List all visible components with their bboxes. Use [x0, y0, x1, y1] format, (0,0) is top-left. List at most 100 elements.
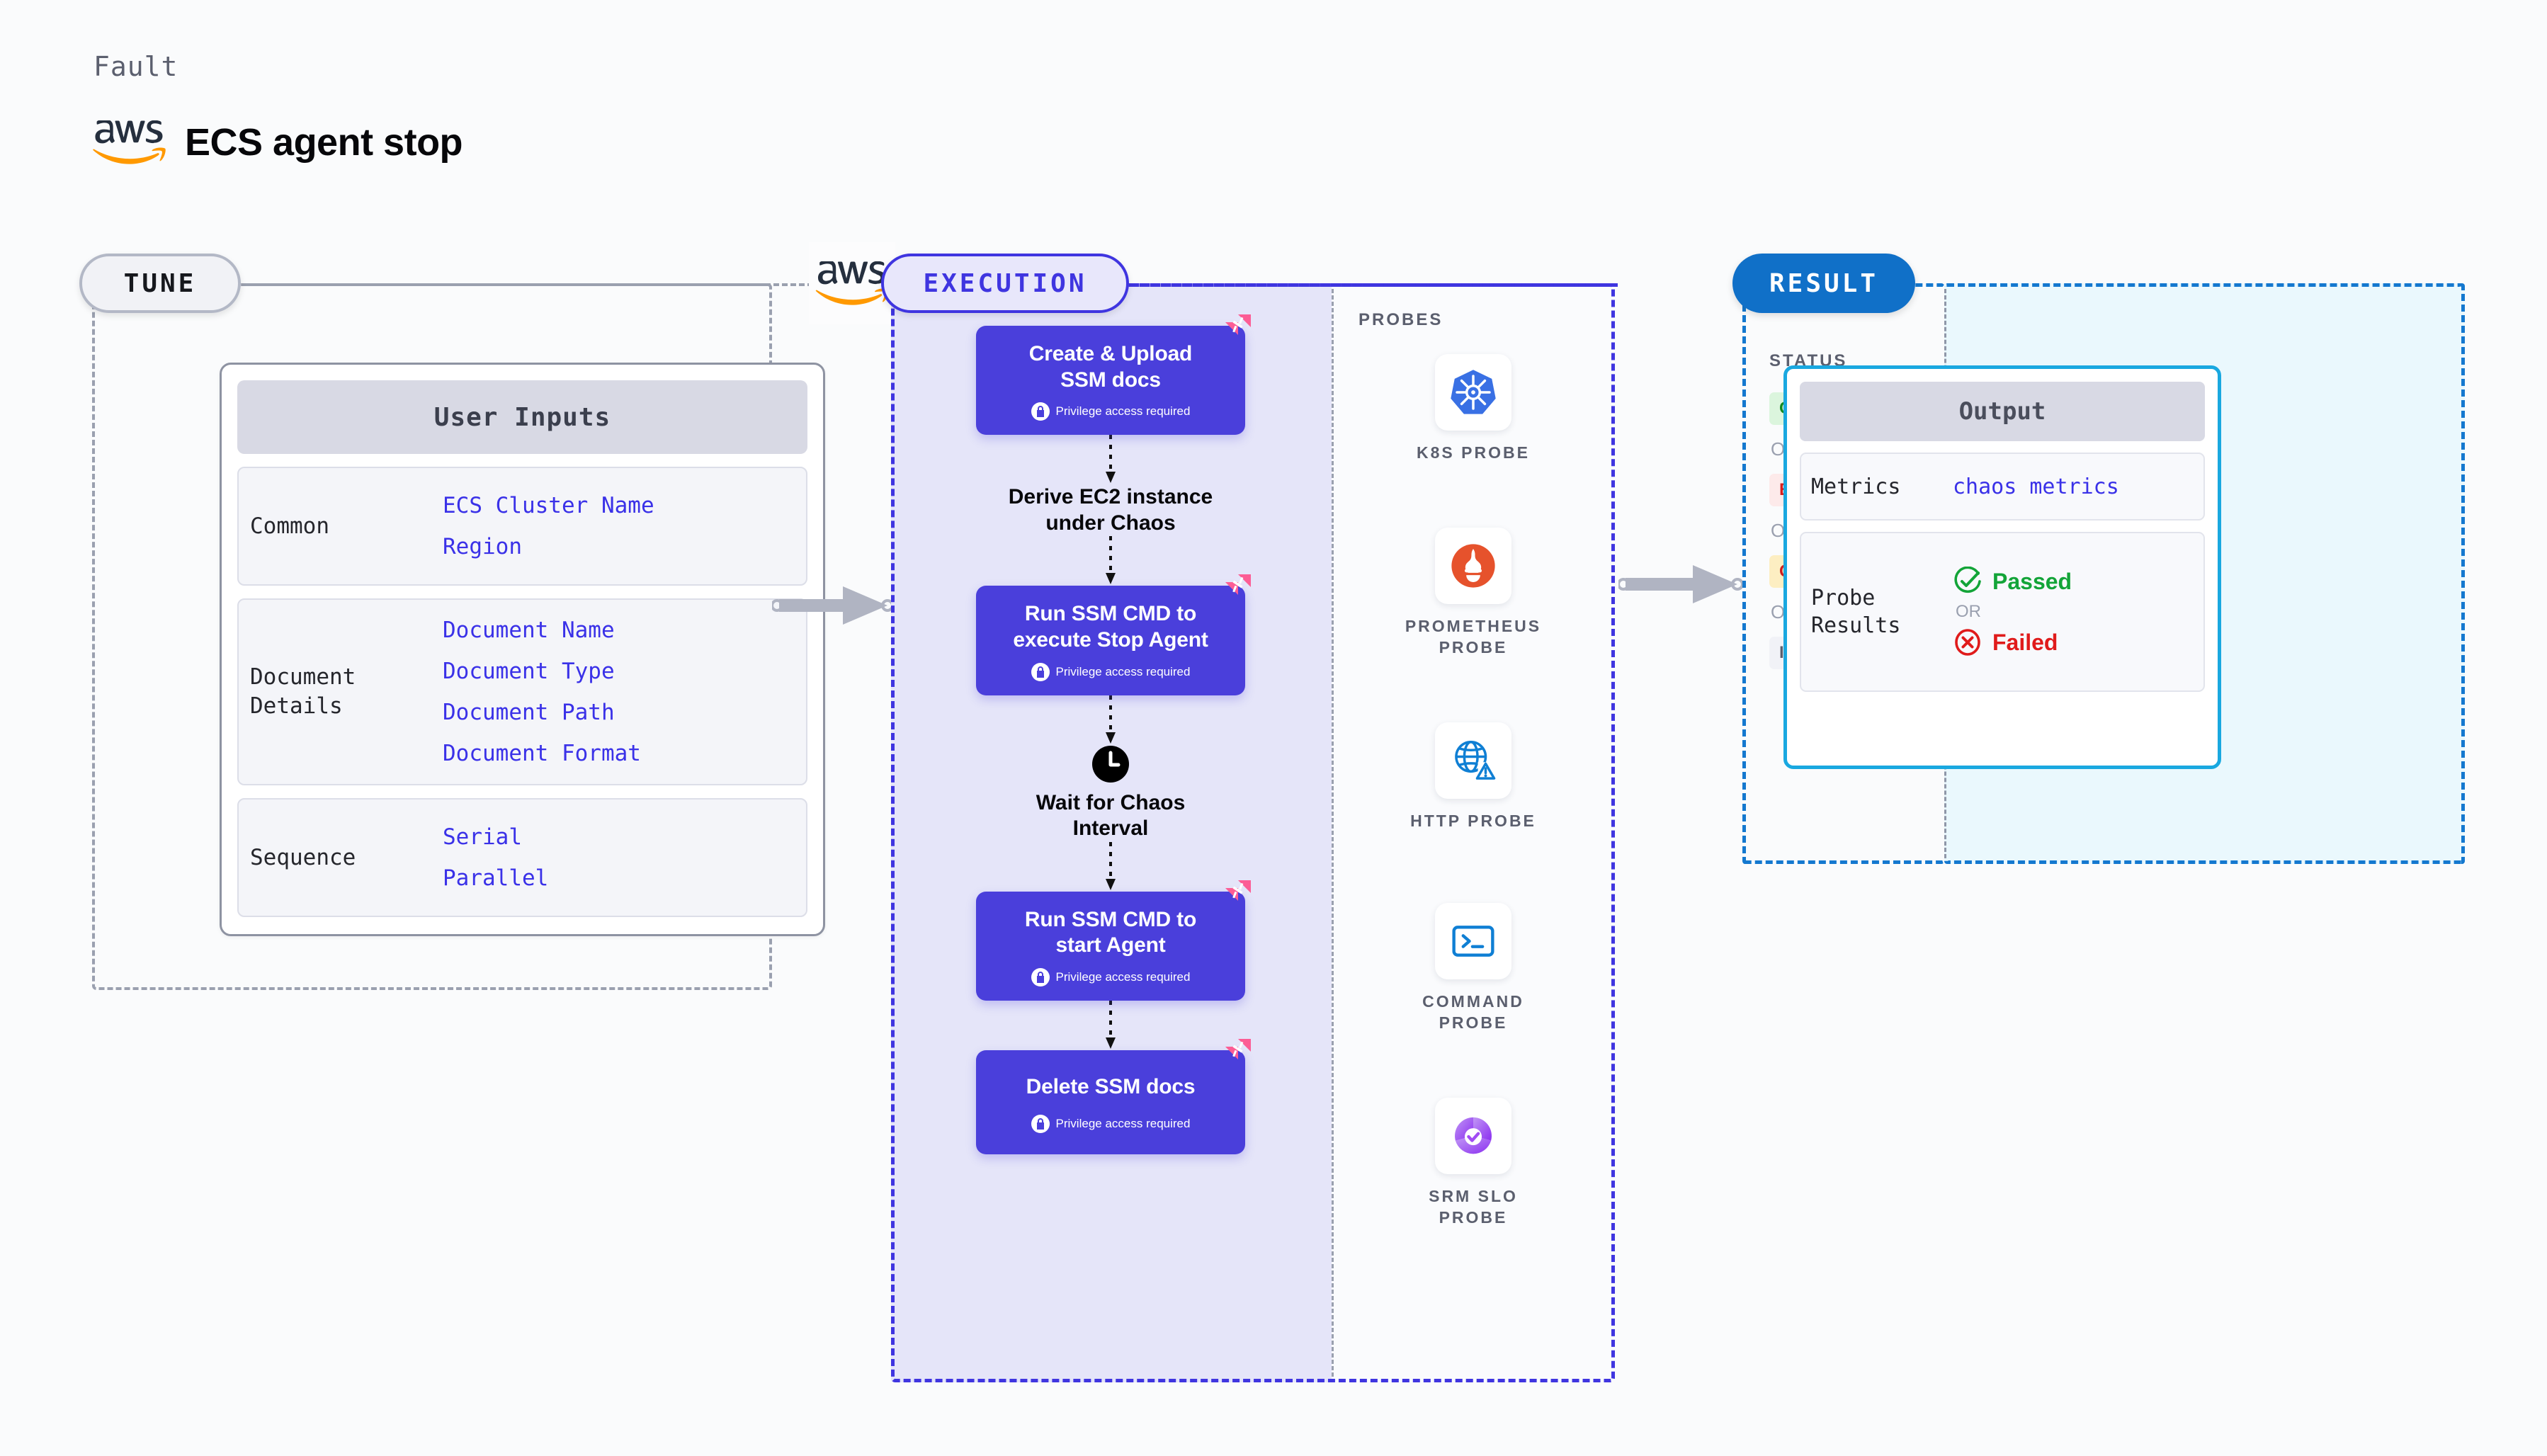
result-badge: RESULT [1732, 254, 1915, 313]
output-header: Output [1800, 382, 2205, 441]
probe-result-passed: Passed [1953, 567, 2072, 596]
privilege-note-text: Privilege access required [1055, 1116, 1191, 1130]
result-section: RESULT STATUS COMPLETED OR ERRORED OR QU… [1732, 254, 2465, 864]
flow-connector [976, 435, 1245, 484]
execution-step-create-upload-ssm-docs[interactable]: Create & Upload SSM docs Privilege acces… [976, 314, 1251, 436]
probe-name-line2: PROBE [1439, 1013, 1508, 1033]
probe-name-line2: PROBE [1439, 638, 1508, 657]
terminal-icon [1435, 903, 1511, 979]
input-value[interactable]: Document Format [443, 741, 641, 766]
check-circle-icon [1953, 567, 1982, 596]
input-group-sequence: Sequence Serial Parallel [237, 798, 807, 917]
input-value[interactable]: Document Name [443, 618, 615, 643]
probe-prometheus[interactable]: PROMETHEUS PROBE [1332, 528, 1615, 659]
execution-step-run-ssm-cmd-stop-agent[interactable]: Run SSM CMD to execute Stop Agent Privil… [976, 574, 1251, 695]
tune-section: TUNE User Inputs Common ECS Cluster Name… [79, 242, 895, 990]
probe-srm-slo[interactable]: SRM SLO PROBE [1332, 1098, 1615, 1229]
litmus-logo-icon [1221, 570, 1255, 604]
execution-probes-divider [1332, 289, 1334, 1377]
input-group-label: Common [250, 513, 329, 539]
privilege-note: Privilege access required [989, 402, 1232, 421]
privilege-note: Privilege access required [989, 662, 1232, 681]
privilege-note-text: Privilege access required [1055, 404, 1191, 419]
probe-k8s[interactable]: K8S PROBE [1332, 354, 1615, 463]
probe-passed-label: Passed [1992, 568, 2072, 594]
kubernetes-icon [1435, 354, 1511, 431]
flow-connector [976, 841, 1245, 892]
privilege-note-text: Privilege access required [1055, 969, 1191, 984]
step-title-line1: Derive EC2 instance [1008, 485, 1213, 509]
page-title: ECS agent stop [185, 121, 463, 164]
execution-step-wait-for-chaos-interval: Wait for Chaos Interval [962, 745, 1259, 842]
output-row-metrics: Metrics chaos metrics [1800, 453, 2205, 521]
output-row-probe-results: Probe Results Passed OR [1800, 532, 2205, 692]
or-separator: OR [1956, 602, 1981, 621]
http-globe-icon [1435, 722, 1511, 799]
execution-dashed-connector [1132, 283, 1618, 287]
input-value[interactable]: Region [443, 534, 522, 559]
execution-section: EXECUTION Create & Upload SSM docs [881, 254, 1618, 1382]
arrow-execution-to-result [1618, 559, 1742, 609]
probe-name-line1: HTTP PROBE [1410, 812, 1536, 830]
lock-icon [1031, 662, 1050, 681]
step-title-line1: Delete SSM docs [1026, 1074, 1196, 1098]
litmus-logo-icon [1221, 310, 1255, 344]
input-value[interactable]: Serial [443, 824, 522, 850]
litmus-logo-icon [1221, 876, 1255, 910]
execution-badge: EXECUTION [881, 254, 1129, 313]
clock-icon [962, 745, 1259, 783]
srm-slo-icon [1435, 1098, 1511, 1174]
flow-connector [976, 1000, 1245, 1050]
execution-step-derive-ec2-instance: Derive EC2 instance under Chaos [962, 484, 1259, 536]
probe-name-line1: COMMAND [1422, 992, 1524, 1011]
execution-step-delete-ssm-docs[interactable]: Delete SSM docs Privilege access require… [976, 1038, 1251, 1154]
input-value[interactable]: Document Path [443, 700, 615, 725]
lock-icon [1031, 1114, 1050, 1133]
probe-name-line1: SRM SLO [1429, 1187, 1518, 1205]
probe-http[interactable]: HTTP PROBE [1332, 722, 1615, 831]
probes-column: PROBES [1332, 283, 1615, 1382]
execution-step-run-ssm-cmd-start-agent[interactable]: Run SSM CMD to start Agent Privilege acc… [976, 880, 1251, 1001]
input-group-document-details: Document Details Document Name Document … [237, 598, 807, 785]
litmus-logo-icon [1221, 1035, 1255, 1069]
probe-command[interactable]: COMMAND PROBE [1332, 903, 1615, 1034]
execution-flow: Create & Upload SSM docs Privilege acces… [919, 314, 1302, 1154]
privilege-note: Privilege access required [989, 1114, 1232, 1133]
input-value[interactable]: Parallel [443, 865, 549, 891]
step-title-line1: Create & Upload [1028, 342, 1193, 365]
lock-icon [1031, 967, 1050, 986]
input-value[interactable]: ECS Cluster Name [443, 493, 654, 518]
privilege-note-text: Privilege access required [1055, 664, 1191, 678]
aws-provider-icon [809, 242, 895, 324]
privilege-note: Privilege access required [989, 967, 1232, 986]
fault-title-row: ECS agent stop [92, 120, 463, 164]
input-value[interactable]: Document Type [443, 659, 615, 684]
probe-name-line1: K8S PROBE [1417, 443, 1530, 462]
aws-logo-icon [92, 120, 166, 164]
input-group-label: Sequence [250, 844, 356, 870]
output-value-chaos-metrics[interactable]: chaos metrics [1953, 474, 2119, 499]
step-title-line2: Interval [1072, 817, 1149, 841]
probes-label: PROBES [1358, 310, 1443, 329]
input-group-label: Document Details [250, 664, 356, 719]
probe-failed-label: Failed [1992, 629, 2058, 655]
lock-icon [1031, 402, 1050, 421]
step-title-line2: SSM docs [1060, 368, 1161, 392]
step-title-line2: start Agent [1055, 933, 1166, 957]
input-group-common: Common ECS Cluster Name Region [237, 467, 807, 586]
fault-label: Fault [93, 51, 178, 82]
probes-background [1332, 283, 1615, 1382]
tune-badge: TUNE [79, 254, 241, 313]
tune-dashed-connector [246, 283, 813, 286]
x-circle-icon [1953, 627, 1982, 657]
output-key-metrics: Metrics [1811, 474, 1901, 499]
probe-name-line1: PROMETHEUS [1405, 617, 1542, 635]
output-card: Output Metrics chaos metrics Probe Resul… [1783, 365, 2221, 769]
step-title-line1: Run SSM CMD to [1024, 907, 1197, 931]
flow-connector [976, 695, 1245, 745]
output-key-probe-results: Probe Results [1811, 586, 1901, 638]
user-inputs-header: User Inputs [237, 380, 807, 454]
arrow-tune-to-execution [772, 581, 892, 630]
probe-name-line2: PROBE [1439, 1208, 1508, 1227]
